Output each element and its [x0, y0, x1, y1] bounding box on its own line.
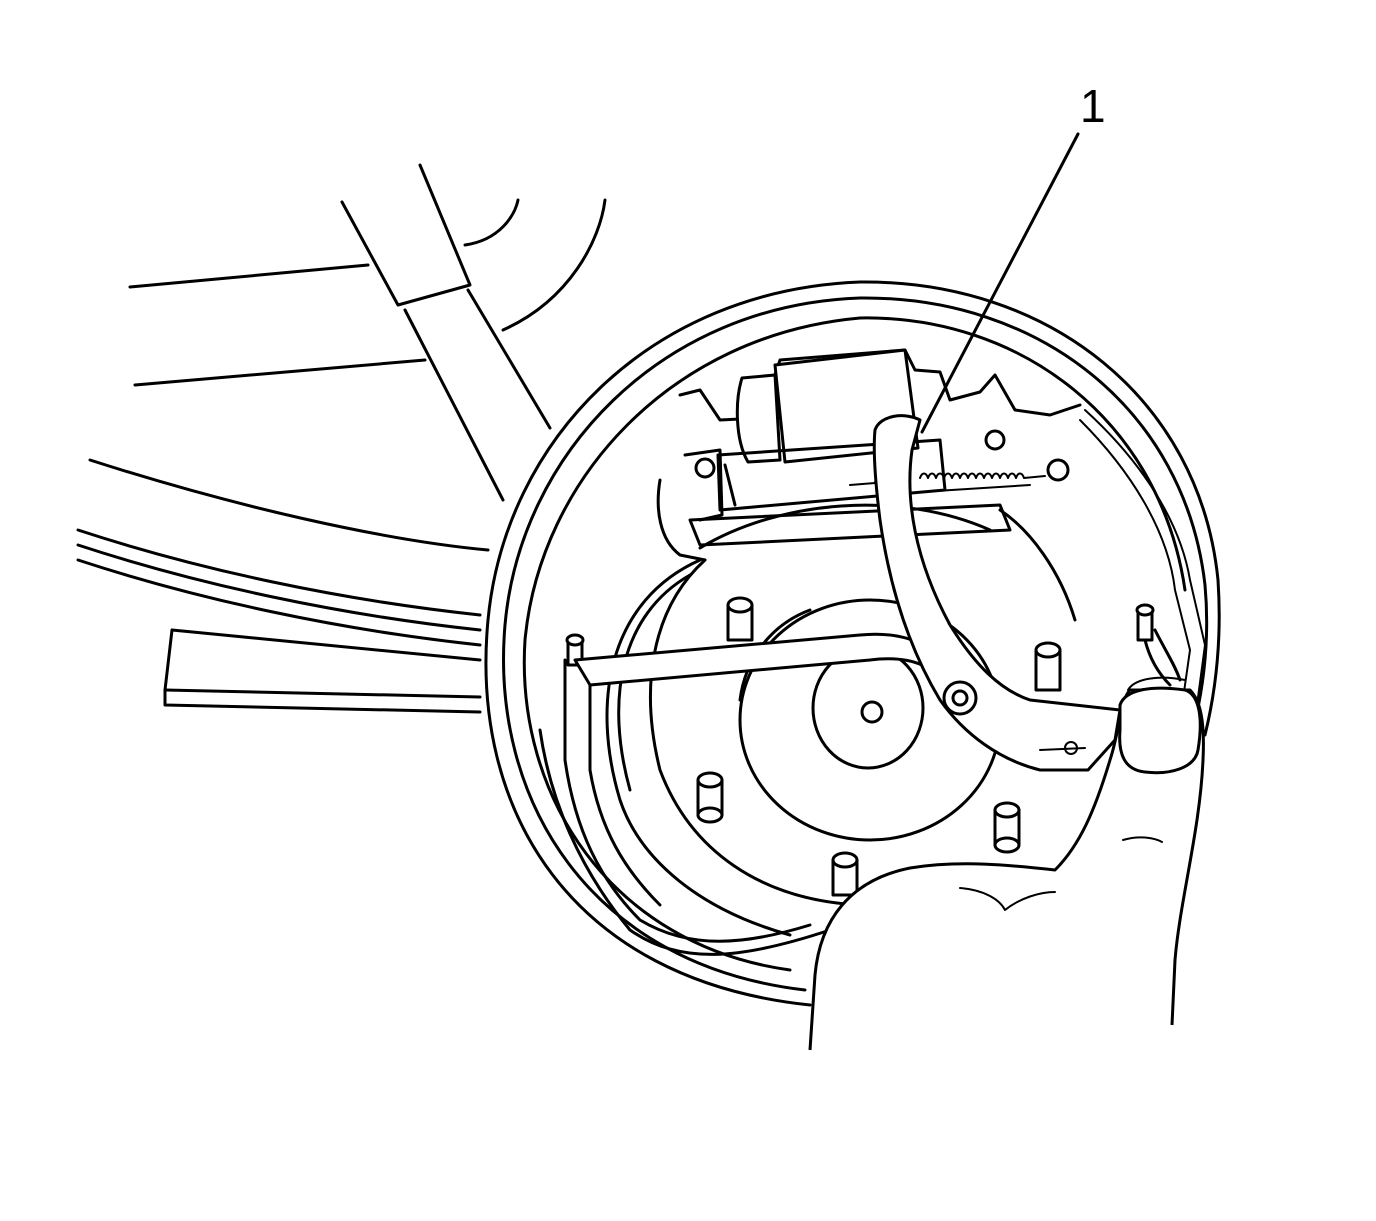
brake-spring-tool — [573, 414, 1122, 772]
backing-plate — [484, 280, 1221, 1007]
wheel-stud — [993, 801, 1021, 854]
brake-shoe — [538, 558, 832, 956]
callout-leader-line — [920, 132, 1080, 434]
wheel-stud — [726, 596, 754, 642]
wheel-studs — [696, 596, 1062, 897]
wheel-cylinder-assembly — [656, 348, 1082, 622]
hand — [808, 676, 1205, 1051]
wheel-stud — [1034, 641, 1062, 692]
callout-label: 1 — [1080, 80, 1106, 132]
wheel-stud — [831, 851, 859, 897]
callout-1: 1 — [920, 80, 1106, 434]
frame-rails — [76, 163, 607, 714]
wheel-stud — [696, 771, 724, 824]
